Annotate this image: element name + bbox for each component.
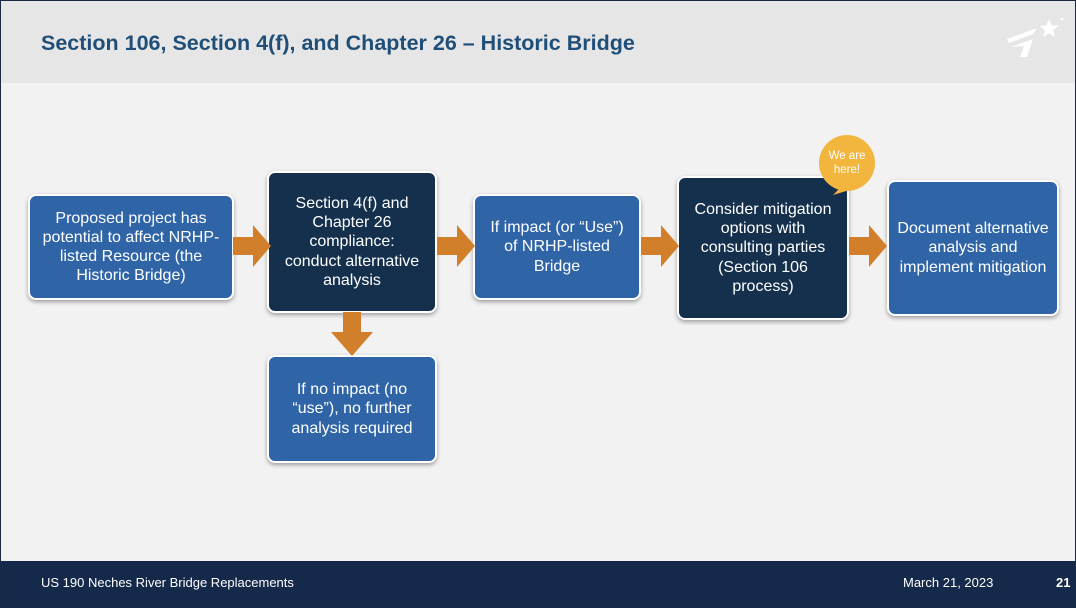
step-proposed-project: Proposed project has potential to affect… [28, 194, 234, 300]
footer-date: March 21, 2023 [903, 575, 994, 590]
arrow-down [331, 312, 373, 356]
page-number: 21 [1056, 575, 1071, 590]
slide-header: Section 106, Section 4(f), and Chapter 2… [1, 1, 1075, 83]
step-impact-use: If impact (or “Use”) of NRHP-listed Brid… [473, 194, 641, 300]
step-mitigation-options-text: Consider mitigation options with consult… [694, 201, 832, 295]
step-document-mitigate: Document alternative analysis and implem… [887, 180, 1059, 316]
arrow-right-4 [849, 225, 887, 267]
slide-title: Section 106, Section 4(f), and Chapter 2… [41, 31, 635, 55]
txdot-star-logo-icon [1007, 17, 1064, 57]
step-alternative-analysis-text: Section 4(f) and Chapter 26 compliance: … [284, 195, 420, 289]
step-proposed-project-text: Proposed project has potential to affect… [42, 209, 220, 285]
callout-text: We are here! [828, 150, 866, 177]
step-no-impact: If no impact (no “use”), no further anal… [267, 355, 437, 463]
slide-footer: US 190 Neches River Bridge Replacements … [1, 561, 1075, 607]
callout-bubble [819, 135, 875, 195]
arrow-right-1 [233, 225, 271, 267]
footer-project-name: US 190 Neches River Bridge Replacements [41, 575, 294, 590]
step-document-mitigate-text: Document alternative analysis and implem… [897, 220, 1049, 276]
step-impact-use-text: If impact (or “Use”) of NRHP-listed Brid… [490, 219, 624, 275]
arrow-right-3 [641, 225, 679, 267]
step-no-impact-text: If no impact (no “use”), no further anal… [291, 381, 413, 437]
arrow-right-2 [437, 225, 475, 267]
step-mitigation-options: Consider mitigation options with consult… [677, 176, 849, 320]
step-alternative-analysis: Section 4(f) and Chapter 26 compliance: … [267, 171, 437, 313]
